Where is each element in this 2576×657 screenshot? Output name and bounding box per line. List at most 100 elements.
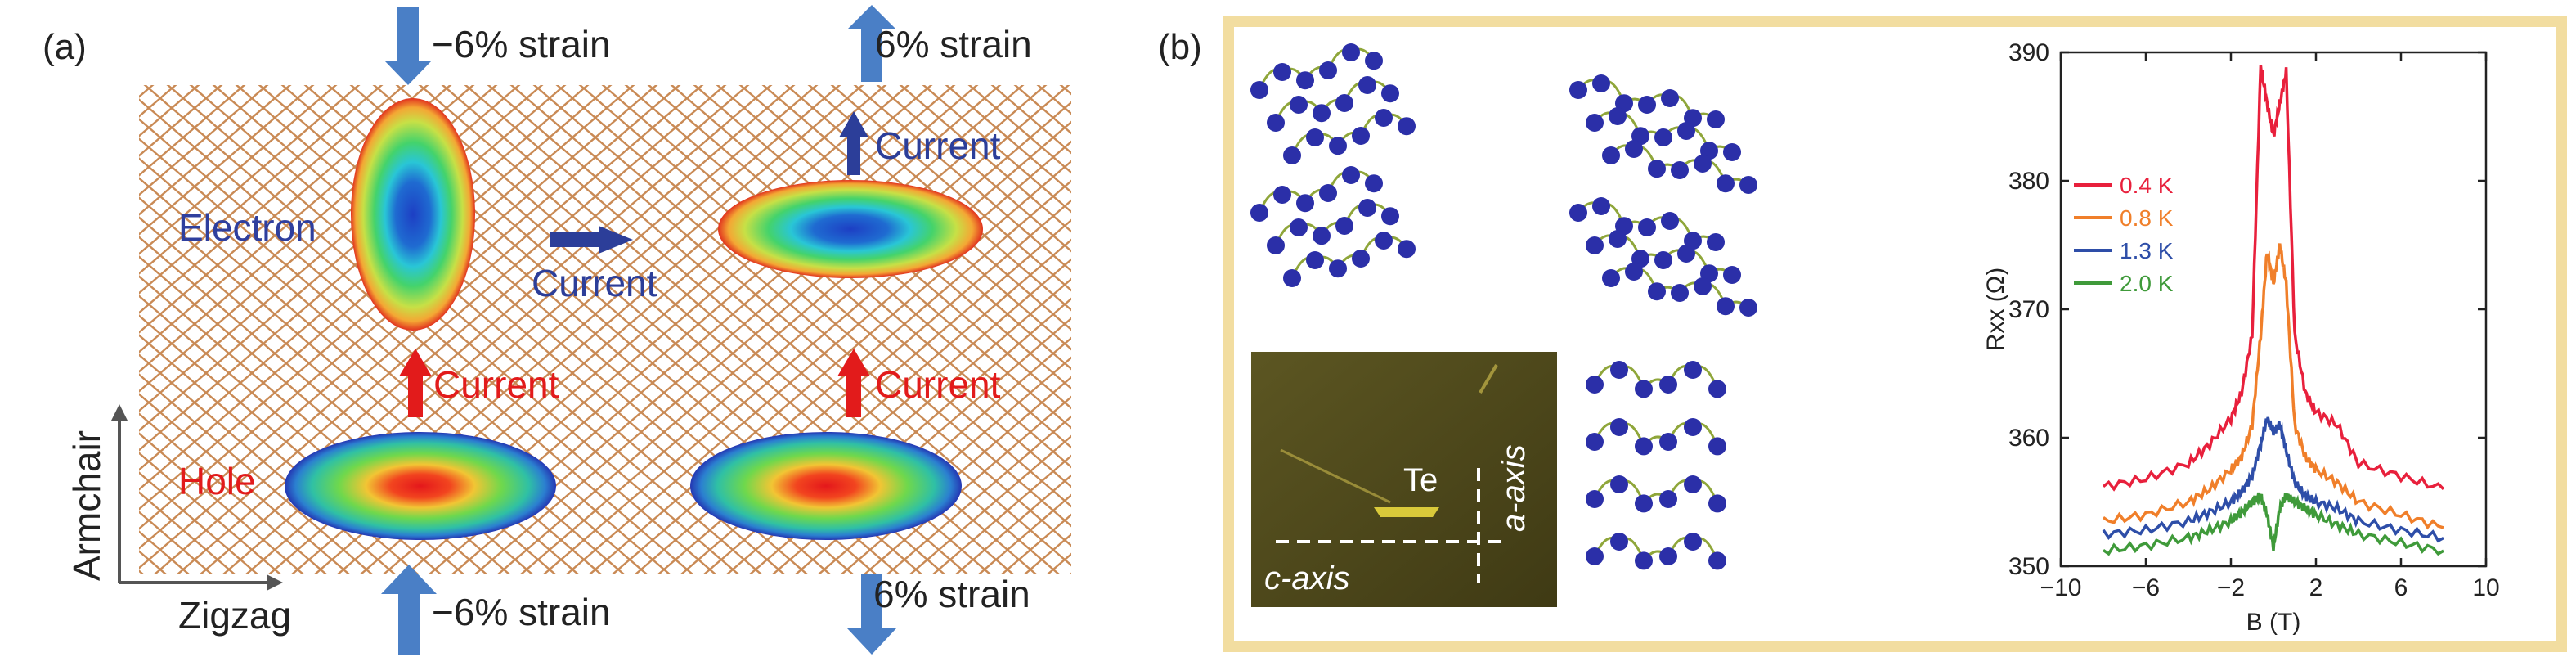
tellurium-atom <box>1635 437 1653 456</box>
x-tick-label: 2 <box>2309 574 2323 601</box>
x-axis-label: B (T) <box>2246 609 2301 636</box>
tellurium-atom <box>1610 361 1628 379</box>
tellurium-atom <box>1635 551 1653 570</box>
tellurium-atom <box>1708 494 1726 513</box>
orientation-axes <box>111 404 283 591</box>
tellurium-atom <box>1273 186 1291 204</box>
tellurium-atom <box>1708 380 1726 398</box>
tellurium-atom <box>1659 547 1677 565</box>
tellurium-atom <box>1569 81 1587 99</box>
series-line-1.3-K <box>2102 416 2444 543</box>
tellurium-atom <box>1352 250 1370 268</box>
tellurium-atom <box>1659 376 1677 394</box>
tellurium-atom <box>1335 217 1353 235</box>
strain-label-top-right: 6% strain <box>875 23 1032 65</box>
helix-chain <box>1586 533 1726 570</box>
tellurium-atom <box>1684 361 1702 379</box>
tellurium-atom <box>1723 143 1741 161</box>
current-label-up-left: Current <box>433 363 559 406</box>
electron-label: Electron <box>178 206 316 249</box>
tellurium-atom <box>1313 104 1331 123</box>
tellurium-atom <box>1609 230 1627 248</box>
y-tick-label: 360 <box>2008 425 2049 452</box>
helix-chain <box>1283 109 1416 164</box>
tellurium-atom <box>1335 94 1353 112</box>
tellurium-atom <box>1684 533 1702 551</box>
tellurium-atom <box>1365 174 1383 193</box>
x-tick-label: 10 <box>2472 574 2499 601</box>
device-micrograph-inset: Te c-axis a-axis <box>1251 352 1557 607</box>
tellurium-atom <box>1250 81 1268 99</box>
helix-chain <box>1250 166 1383 222</box>
tellurium-atom <box>1625 140 1643 158</box>
helix-chain <box>1283 232 1416 287</box>
tellurium-atom <box>1648 160 1666 178</box>
tellurium-atom <box>1717 174 1735 193</box>
tellurium-atom <box>1625 263 1643 281</box>
tellurium-atom <box>1610 418 1628 436</box>
inset-te-label: Te <box>1403 462 1438 498</box>
current-label-up-right: Current <box>875 363 1001 406</box>
tellurium-atom <box>1342 166 1360 184</box>
tellurium-atom <box>1659 490 1677 508</box>
tellurium-atom <box>1342 43 1360 61</box>
tellurium-atom <box>1610 533 1628 551</box>
tellurium-atom <box>1661 89 1679 107</box>
tellurium-atom <box>1296 194 1314 213</box>
tellurium-atom <box>1739 299 1757 317</box>
strain-arrow-top-right <box>847 5 896 82</box>
tellurium-atom <box>1661 212 1679 230</box>
tellurium-atom <box>1306 251 1324 269</box>
electron-pocket-compressed <box>351 98 475 331</box>
tellurium-atom <box>1319 184 1337 202</box>
helix-chain <box>1586 475 1726 513</box>
tellurium-atom <box>1671 284 1689 302</box>
panel-a-label: (a) <box>43 27 87 67</box>
axis-label-zigzag: Zigzag <box>178 594 291 637</box>
tellurium-atom <box>1638 96 1656 114</box>
tellurium-atom <box>1398 240 1416 259</box>
helix-chain <box>1250 43 1383 99</box>
tellurium-atom <box>1586 490 1604 508</box>
hole-label: Hole <box>178 460 256 502</box>
current-arrow-top-right <box>839 111 868 175</box>
legend-label: 1.3 K <box>2120 238 2174 263</box>
tellurium-atom <box>1283 269 1301 287</box>
strain-label-bottom-left: −6% strain <box>432 591 611 633</box>
tellurium-atom <box>1267 236 1285 254</box>
legend-label: 2.0 K <box>2120 271 2174 296</box>
tellurium-atom <box>1708 551 1726 570</box>
tellurium-atom <box>1677 122 1695 140</box>
tellurium-atom <box>1739 176 1757 194</box>
tellurium-atom <box>1381 84 1399 103</box>
tellurium-atom <box>1381 207 1399 226</box>
tellurium-atom <box>1586 547 1604 565</box>
tellurium-atom <box>1352 127 1370 145</box>
current-arrow-horizontal <box>550 226 633 254</box>
tellurium-atom <box>1273 63 1291 81</box>
tellurium-atom <box>1306 128 1324 146</box>
inset-c-axis-label: c-axis <box>1264 560 1349 596</box>
tellurium-atom <box>1684 418 1702 436</box>
tellurium-atom <box>1635 494 1653 513</box>
y-tick-label: 390 <box>2008 39 2049 66</box>
tellurium-atom <box>1290 218 1308 236</box>
tellurium-atom <box>1358 76 1376 94</box>
tellurium-atom <box>1648 282 1666 301</box>
tellurium-atom <box>1659 433 1677 451</box>
tellurium-atom <box>1283 146 1301 164</box>
tellurium-atom <box>1694 277 1712 295</box>
tellurium-atom <box>1586 433 1604 451</box>
tellurium-atom <box>1569 204 1587 222</box>
tellurium-atom <box>1602 269 1620 287</box>
tellurium-atom <box>1635 380 1653 398</box>
tellurium-atom <box>1586 376 1604 394</box>
current-label-top-right: Current <box>875 124 1001 167</box>
tellurium-atom <box>1586 236 1604 254</box>
tellurium-atom <box>1592 197 1610 215</box>
inset-a-axis-label: a-axis <box>1496 444 1532 532</box>
tellurium-atom <box>1654 251 1672 269</box>
tellurium-atom <box>1638 218 1656 236</box>
y-tick-label: 380 <box>2008 168 2049 195</box>
